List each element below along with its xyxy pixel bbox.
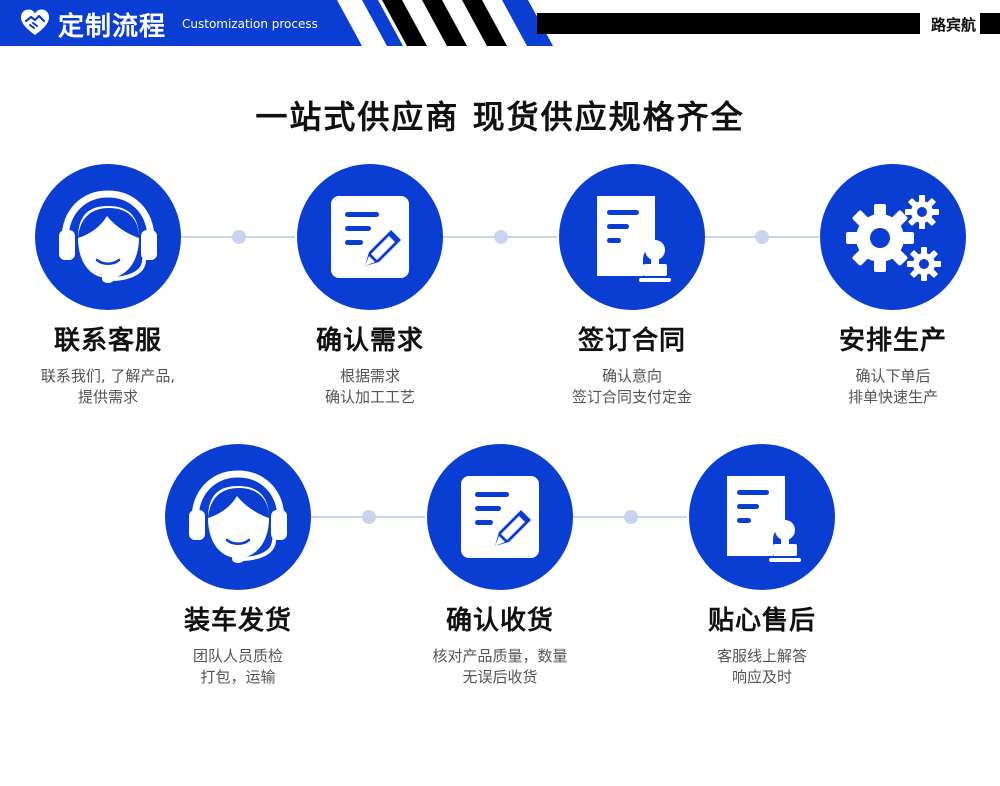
step-4-description: 确认下单后 排单快速生产 [783, 366, 1000, 408]
step-5-description: 团队人员质检 打包，运输 [128, 646, 348, 688]
edit-document-icon [461, 476, 539, 558]
step-7-description: 客服线上解答 响应及时 [652, 646, 872, 688]
step-1-circle [35, 164, 181, 310]
step-5-desc-line-2: 打包，运输 [200, 668, 276, 686]
step-5-title: 装车发货 [183, 606, 292, 636]
header-subtitle: Customization process [182, 17, 318, 31]
step-6-circle [427, 444, 573, 590]
step-2-description: 根据需求 确认加工工艺 [260, 366, 480, 408]
header-banner [0, 0, 1000, 46]
connector-dot [494, 230, 508, 244]
step-7-desc-line-2: 响应及时 [731, 668, 792, 686]
step-2-desc-line-1: 根据需求 [339, 367, 400, 385]
step-3-description: 确认意向 签订合同支付定金 [522, 366, 742, 408]
step-1-description: 联系我们, 了解产品, 提供需求 [0, 366, 218, 408]
connector-dot [362, 510, 376, 524]
contract-stamp-icon [597, 196, 671, 282]
step-7-circle [689, 444, 835, 590]
step-4-circle [820, 164, 966, 310]
brand-name: 路宾航 [930, 16, 976, 34]
step-5-desc-line-1: 团队人员质检 [192, 647, 283, 665]
heart-handshake-icon [21, 9, 49, 35]
step-1-desc-line-2: 提供需求 [77, 388, 138, 406]
step-7-title: 贴心售后 [707, 606, 816, 636]
gears-icon [846, 195, 941, 281]
customer-service-headset-icon [189, 470, 287, 563]
page-headline: 一站式供应商 现货供应规格齐全 [255, 98, 745, 136]
connector-dot [624, 510, 638, 524]
step-2-circle [297, 164, 443, 310]
step-2-title: 确认需求 [315, 326, 424, 356]
step-3-circle [559, 164, 705, 310]
customer-service-headset-icon [59, 190, 157, 283]
step-6-desc-line-1: 核对产品质量，数量 [432, 647, 568, 665]
edit-document-icon [331, 196, 409, 278]
step-6-title: 确认收货 [445, 606, 554, 636]
step-3-title: 签订合同 [577, 326, 686, 356]
step-2-desc-line-2: 确认加工工艺 [324, 388, 415, 406]
step-6-description: 核对产品质量，数量 无误后收货 [390, 646, 610, 688]
connector-dot [232, 230, 246, 244]
step-1-title: 联系客服 [53, 326, 162, 356]
step-4-desc-line-1: 确认下单后 [855, 367, 931, 385]
step-3-desc-line-2: 签订合同支付定金 [571, 388, 692, 406]
step-4-title: 安排生产 [838, 326, 947, 356]
step-1-desc-line-1: 联系我们, 了解产品, [40, 367, 176, 385]
connector-dot [755, 230, 769, 244]
step-6-desc-line-2: 无误后收货 [462, 668, 538, 686]
step-5-circle [165, 444, 311, 590]
header-title: 定制流程 [58, 12, 167, 42]
step-7-desc-line-1: 客服线上解答 [716, 647, 807, 665]
step-4-desc-line-2: 排单快速生产 [847, 388, 938, 406]
contract-stamp-icon [727, 476, 801, 562]
step-3-desc-line-1: 确认意向 [601, 367, 662, 385]
